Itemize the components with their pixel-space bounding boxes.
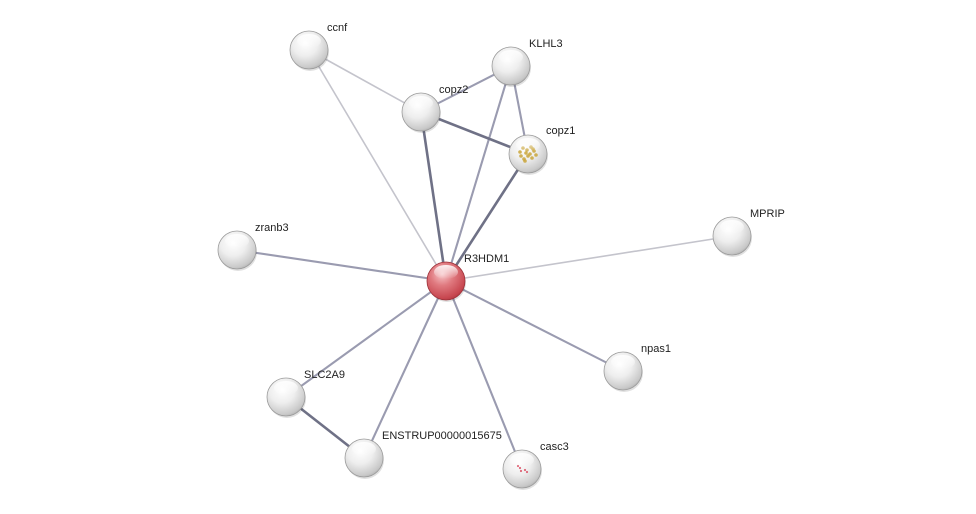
edge-r3hdm1-slc2a9[interactable] [284,279,448,399]
edge-r3hdm1-casc3[interactable] [444,279,524,471]
node-ccnf[interactable]: ccnf [289,22,348,71]
node-copz1[interactable]: copz1 [508,125,575,175]
node-enstrup00000015675[interactable]: ENSTRUP00000015675 [344,430,502,479]
node-zranb3[interactable]: zranb3 [217,222,289,271]
edge-r3hdm1-copz1[interactable] [444,152,530,283]
node-klhl3[interactable]: KLHL3 [491,38,563,87]
node-copz2[interactable]: copz2 [401,84,468,133]
node-casc3[interactable]: casc3 [502,441,569,490]
node-label-klhl3: KLHL3 [529,38,563,50]
edge-r3hdm1-copz2[interactable] [419,110,448,283]
edge-r3hdm1-npas1[interactable] [444,279,625,373]
node-label-mprip: MPRIP [750,208,785,220]
edge-ccnf-copz2[interactable] [308,49,422,113]
structure-dot [523,468,527,472]
node-gloss [499,50,523,64]
node-label-zranb3: zranb3 [255,222,289,234]
node-mprip[interactable]: MPRIP [712,208,785,257]
structure-dot [524,151,528,155]
structure-dot [530,156,534,160]
node-label-casc3: casc3 [540,441,569,453]
node-label-copz1: copz1 [546,125,575,137]
structure-dot [519,469,523,473]
node-label-copz2: copz2 [439,84,468,96]
structure-dot [518,150,522,154]
edge-r3hdm1-mprip[interactable] [445,235,733,282]
node-label-ccnf: ccnf [327,22,348,34]
node-gloss [352,442,376,456]
node-gloss [297,34,321,48]
edge-r3hdm1-enstrup00000015675[interactable] [362,279,448,460]
structure-dot [528,152,532,156]
structure-dot [534,153,538,157]
structure-dot [519,154,523,158]
node-gloss [409,96,433,110]
node-npas1[interactable]: npas1 [603,343,671,392]
node-gloss [274,381,298,395]
structure-dot [525,470,529,474]
node-label-slc2a9: SLC2A9 [304,369,345,381]
node-gloss [720,220,744,234]
node-gloss [611,355,635,369]
node-gloss [516,138,540,152]
structure-dot [518,466,522,470]
node-r3hdm1[interactable]: R3HDM1 [426,253,509,302]
node-label-enstrup00000015675: ENSTRUP00000015675 [382,430,502,442]
edge-r3hdm1-klhl3[interactable] [444,64,513,283]
structure-dot [523,159,527,163]
node-gloss [434,265,458,279]
edge-r3hdm1-ccnf[interactable] [308,49,447,282]
node-label-r3hdm1: R3HDM1 [464,253,509,265]
edge-r3hdm1-zranb3[interactable] [235,248,448,283]
node-label-npas1: npas1 [641,343,671,355]
node-gloss [225,234,249,248]
node-slc2a9[interactable]: SLC2A9 [266,369,345,418]
node-gloss [510,453,534,467]
